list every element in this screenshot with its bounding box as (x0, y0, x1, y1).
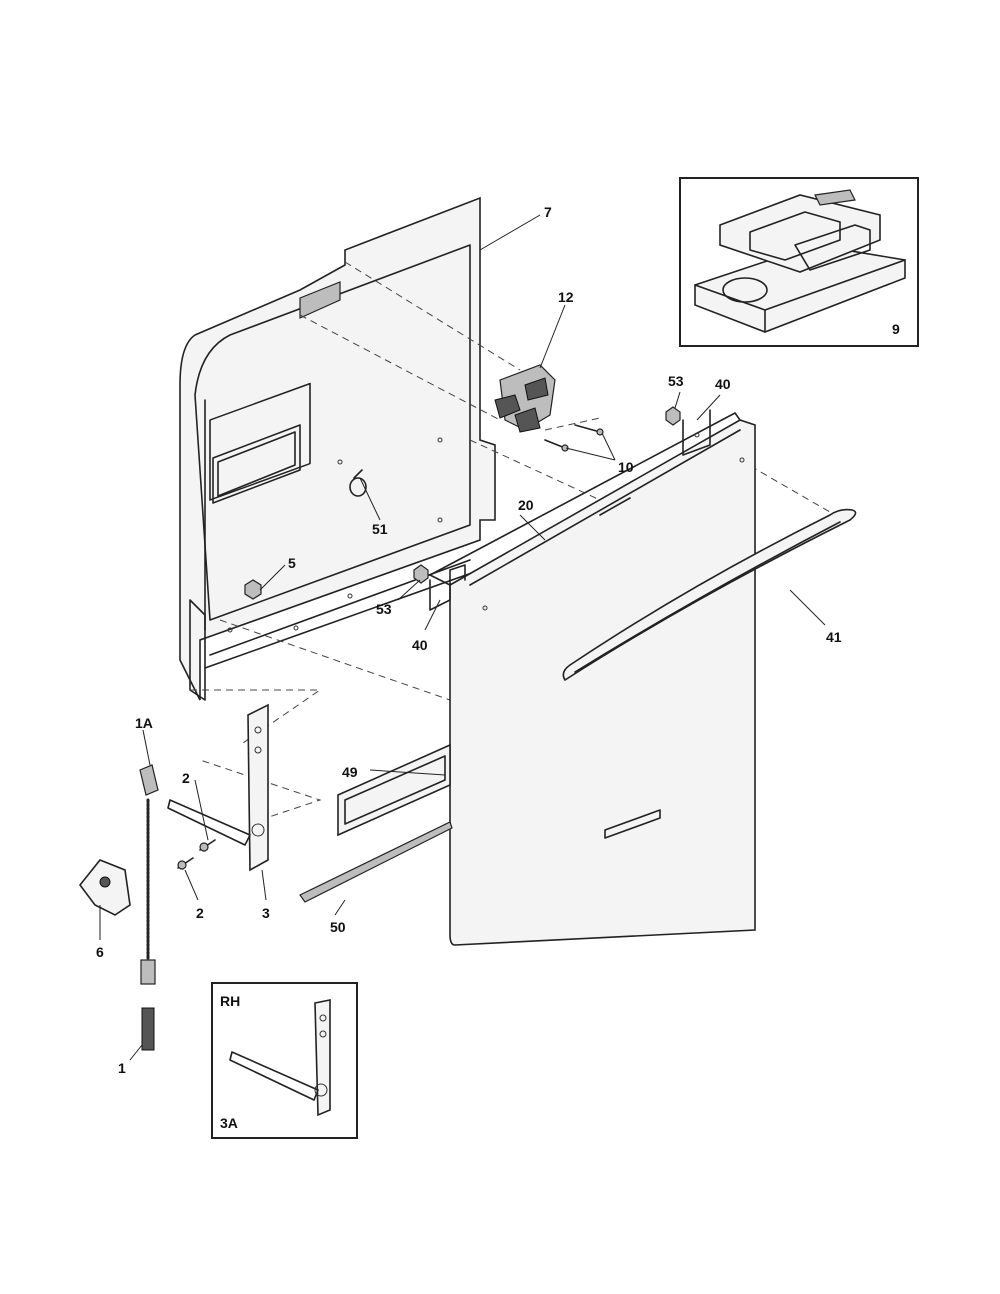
callout-10: 10 (618, 459, 634, 475)
callout-53-right: 53 (668, 373, 684, 389)
callout-41: 41 (826, 629, 842, 645)
callout-20: 20 (518, 497, 534, 513)
callout-49: 49 (342, 764, 358, 780)
callout-51: 51 (372, 521, 388, 537)
cable-1A (139, 764, 159, 985)
spring-1 (141, 1007, 155, 1051)
screw-2-top (199, 839, 216, 852)
callout-3: 3 (262, 905, 270, 921)
vent-49 (337, 743, 451, 837)
inner-door-frame (179, 196, 496, 701)
inset-dispenser-label: 9 (892, 321, 900, 337)
inset-dispenser: 9 (679, 177, 919, 347)
door-handle (562, 508, 857, 682)
nut-53-left (413, 564, 429, 584)
callout-labels: 7 12 53 40 10 51 20 5 53 40 41 1A 2 49 2… (96, 204, 842, 1076)
callout-50: 50 (330, 919, 346, 935)
hinge-3 (167, 703, 269, 872)
seal-strip-50 (299, 821, 453, 903)
callout-1A: 1A (135, 715, 153, 731)
inset-hinge-part-label: 3A (220, 1115, 238, 1131)
callout-6: 6 (96, 944, 104, 960)
callout-2-bottom: 2 (196, 905, 204, 921)
screw-2-bottom (177, 857, 194, 870)
callout-40-right: 40 (715, 376, 731, 392)
latch-screws (544, 424, 604, 452)
callout-53-left: 53 (376, 601, 392, 617)
bracket-6 (78, 859, 131, 916)
door-latch (494, 364, 556, 433)
callout-1: 1 (118, 1060, 126, 1076)
inset-hinge-rh: RH 3A (211, 982, 358, 1139)
callout-7: 7 (544, 204, 552, 220)
callout-5: 5 (288, 555, 296, 571)
bracket-40-left (429, 564, 466, 611)
nut-5 (244, 579, 262, 600)
inset-hinge-side-label: RH (220, 993, 240, 1009)
callout-12: 12 (558, 289, 574, 305)
leader-lines (99, 214, 826, 1061)
callout-40-left: 40 (412, 637, 428, 653)
nut-53-right (665, 406, 681, 426)
outer-door-panel (429, 412, 756, 946)
callout-2-top: 2 (182, 770, 190, 786)
bracket-40-right (682, 409, 711, 456)
